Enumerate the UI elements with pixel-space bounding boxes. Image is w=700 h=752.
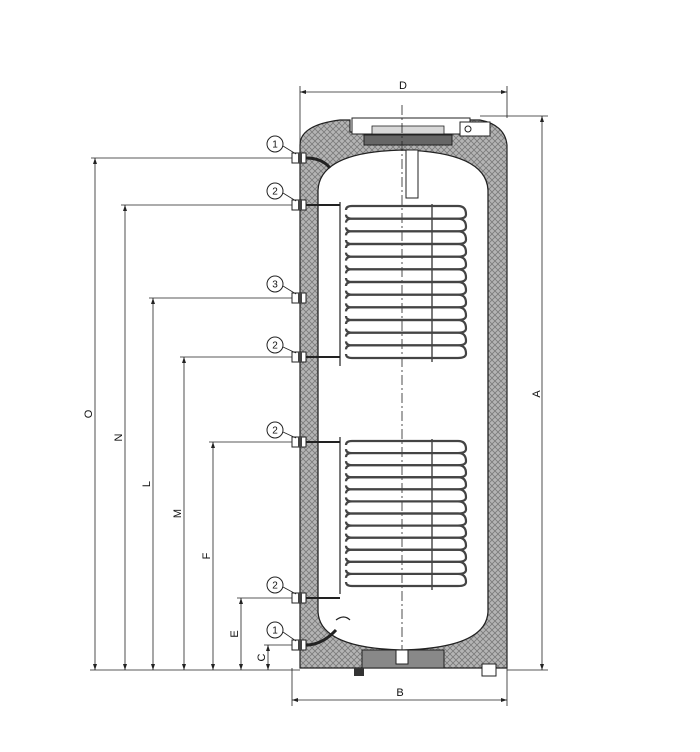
callout-leader [282, 586, 297, 595]
callout-circle [266, 336, 284, 354]
callout-circle [266, 275, 284, 293]
inlet-pipe-top [305, 156, 332, 169]
pipe-nozzle-thread [298, 293, 302, 303]
pipe-nozzle-thread [298, 200, 302, 210]
upper-coil [339, 202, 468, 366]
callout: 2 [266, 576, 297, 595]
left-dimension: E [229, 597, 292, 670]
dimension-arrow [266, 645, 270, 670]
pipe-nozzle-thread [298, 153, 302, 163]
callout-circle [266, 135, 284, 153]
callout-leader [282, 346, 297, 354]
callouts: 1 2 3 2 2 2 1 [266, 135, 297, 642]
callout-leader [282, 145, 297, 155]
left-dimension: M [172, 356, 292, 670]
callout-leader [282, 192, 297, 202]
callout: 2 [266, 336, 297, 354]
callout-number: 2 [272, 187, 278, 198]
callout: 2 [266, 421, 297, 439]
dimension-label: N [113, 433, 125, 441]
left-dimension: O [83, 157, 292, 670]
callout-circle [266, 182, 284, 200]
pipe-nozzle-thread [298, 593, 302, 603]
left-dimension: C [256, 644, 292, 670]
dimension-a: A [480, 115, 548, 671]
coil-turn [344, 344, 468, 360]
callout-number: 3 [272, 280, 278, 291]
diffuser [335, 616, 351, 621]
dimension-label: F [201, 552, 213, 559]
dimension-d: D [299, 80, 508, 145]
callout-circle [266, 621, 284, 639]
dimension-label: L [141, 481, 153, 487]
left-dimension: L [141, 297, 292, 670]
connections [291, 152, 351, 651]
bottom-base [354, 649, 497, 677]
callout: 1 [266, 621, 297, 642]
dimension-label-b: B [396, 687, 403, 699]
callout-leader [282, 431, 297, 439]
coil-turn [344, 572, 468, 588]
callout-number: 2 [272, 426, 278, 437]
callout: 2 [266, 182, 297, 202]
callout-number: 1 [272, 140, 278, 151]
pipe-nozzle-thread [298, 640, 302, 650]
callout-number: 2 [272, 581, 278, 592]
callout-number: 2 [272, 341, 278, 352]
inlet-pipe-bottom [305, 628, 338, 647]
left-dimensions: O N L M F E C [83, 157, 300, 671]
callout-circle [266, 421, 284, 439]
dimension-label: C [256, 653, 268, 661]
callout-leader [282, 285, 297, 295]
callout-leader [282, 631, 297, 642]
dimension-b: B [291, 668, 508, 706]
callout: 1 [266, 135, 297, 155]
dimension-label: E [229, 630, 241, 637]
dimension-label-a: A [531, 390, 543, 398]
lower-coil [339, 437, 468, 594]
dimension-label: M [172, 509, 184, 518]
callout-number: 1 [272, 626, 278, 637]
left-dimension: F [201, 441, 292, 670]
callout-circle [266, 576, 284, 594]
left-dimension: N [113, 204, 292, 670]
pipe-nozzle-thread [298, 352, 302, 362]
pipe-nozzle-thread [298, 437, 302, 447]
callout: 3 [266, 275, 297, 295]
dimension-label-d: D [399, 80, 407, 92]
top-flange [351, 117, 491, 146]
dimension-label: O [83, 409, 95, 418]
